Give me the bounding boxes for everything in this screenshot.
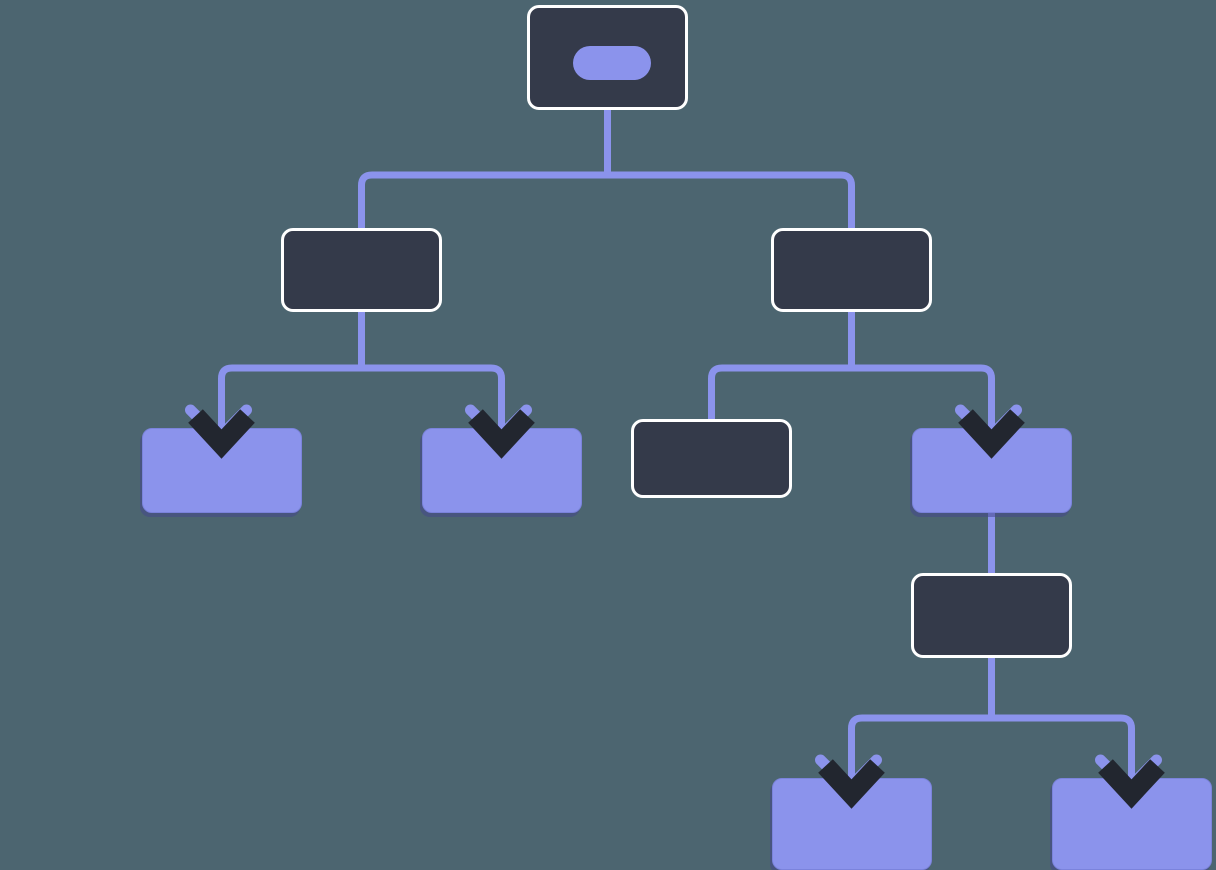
node-level5-leaf-1[interactable]: [772, 778, 932, 870]
node-level3-leaf-2[interactable]: [422, 428, 582, 513]
node-level3-dark[interactable]: [631, 419, 792, 498]
root-pill-indicator: [573, 46, 651, 80]
node-level4-dark[interactable]: [911, 573, 1072, 658]
node-level2-right[interactable]: [771, 228, 932, 312]
node-level2-left[interactable]: [281, 228, 442, 312]
node-root[interactable]: [527, 5, 688, 110]
node-level3-leaf-1[interactable]: [142, 428, 302, 513]
node-level5-leaf-2[interactable]: [1052, 778, 1212, 870]
node-level3-leaf-3[interactable]: [912, 428, 1072, 513]
